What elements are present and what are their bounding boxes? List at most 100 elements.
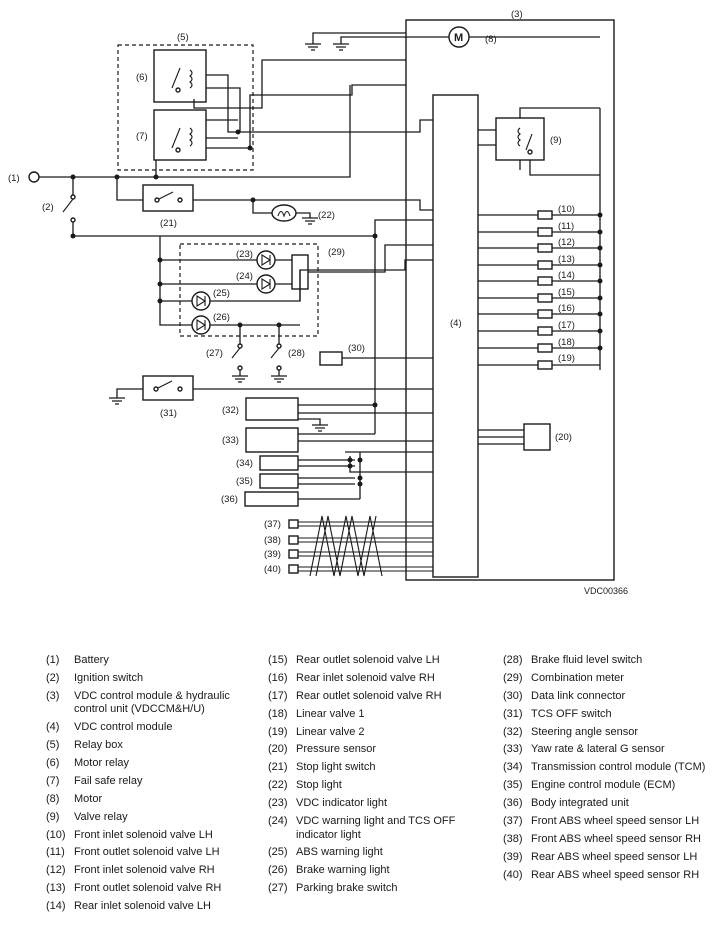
legend-label: VDC warning light and TCS OFF indicator …	[296, 815, 456, 841]
legend-item: (19)Linear valve 2	[268, 726, 498, 740]
callout-15: (15)	[558, 287, 575, 298]
fail-safe-relay-box	[153, 109, 207, 161]
legend-label: VDC indicator light	[296, 797, 388, 810]
callout-33: (33)	[222, 435, 239, 446]
callout-36: (36)	[221, 494, 238, 505]
legend: (1)Battery(2)Ignition switch(3)VDC contr…	[0, 654, 724, 924]
legend-label: Steering angle sensor	[531, 725, 639, 738]
callout-28: (28)	[288, 348, 305, 359]
callout-16: (16)	[558, 303, 575, 314]
legend-number: (34)	[503, 761, 523, 774]
wiring-diagram: (3) (4) M (8) (5) (6) (7) (1)	[8, 9, 628, 596]
callout-27: (27)	[206, 348, 223, 359]
legend-number: (10)	[46, 828, 66, 841]
legend-item: (40) Rear ABS wheel speed sensor RH	[503, 869, 723, 883]
legend-item: (13)Front outlet solenoid valve RH	[46, 882, 261, 896]
legend-label: Front ABS wheel speed sensor RH	[531, 832, 701, 845]
callout-38: (38)	[264, 535, 281, 546]
legend-item: (11) Front outlet solenoid valve LH	[46, 846, 261, 860]
legend-label: Front outlet solenoid valve LH	[74, 846, 220, 859]
callout-18: (18)	[558, 337, 575, 348]
legend-item: (4)VDC control module	[46, 721, 261, 735]
legend-number: (23)	[268, 797, 288, 810]
callout-5: (5)	[177, 32, 189, 43]
legend-item: (17)Rear outlet solenoid valve RH	[268, 690, 498, 704]
legend-number: (20)	[268, 743, 288, 756]
diagram-code: VDC00366	[584, 586, 628, 596]
vdc-control-module-box	[432, 94, 479, 578]
legend-item: (28)Brake fluid level switch	[503, 654, 723, 668]
legend-item: (26)Brake warning light	[268, 864, 498, 878]
legend-item: (31)TCS OFF switch	[503, 708, 723, 722]
battery-terminal	[28, 171, 40, 183]
callout-40: (40)	[264, 564, 281, 575]
body-integrated-unit-box	[244, 491, 299, 507]
legend-label: Rear inlet solenoid valve RH	[296, 671, 435, 684]
legend-label: VDC control module & hydraulic control u…	[74, 689, 230, 716]
legend-label: TCS OFF switch	[531, 707, 612, 720]
callout-26: (26)	[213, 312, 230, 323]
legend-label: Brake warning light	[296, 864, 390, 877]
legend-item: (5) Relay box	[46, 739, 261, 753]
legend-number: (19)	[268, 725, 288, 738]
callout-35: (35)	[236, 476, 253, 487]
legend-item: (16) Rear inlet solenoid valve RH	[268, 672, 498, 686]
legend-number: (25)	[268, 846, 288, 859]
legend-label: Fail safe relay	[74, 774, 143, 787]
legend-label: ABS warning light	[296, 846, 383, 859]
legend-item: (12)Front inlet solenoid valve RH	[46, 864, 261, 878]
callout-25: (25)	[213, 288, 230, 299]
legend-number: (5)	[46, 739, 60, 752]
yaw-rate-sensor-box	[245, 427, 299, 453]
callout-3: (3)	[511, 9, 523, 20]
legend-item: (23) VDC indicator light	[268, 797, 498, 811]
legend-number: (30)	[503, 689, 523, 702]
legend-label: Rear ABS wheel speed sensor RH	[531, 868, 700, 881]
legend-item: (7) Fail safe relay	[46, 775, 261, 789]
combination-meter-outline	[179, 243, 319, 337]
legend-label: Stop light switch	[296, 761, 376, 774]
legend-item: (29)Combination meter	[503, 672, 723, 686]
legend-item: (30) Data link connector	[503, 690, 723, 704]
legend-item: (9) Valve relay	[46, 811, 261, 825]
legend-column-1: (1)Battery(2)Ignition switch(3)VDC contr…	[46, 654, 261, 918]
legend-item: (6) Motor relay	[46, 757, 261, 771]
legend-number: (29)	[503, 671, 523, 684]
ecm-box	[259, 473, 299, 489]
motor-symbol-label: M	[454, 32, 463, 44]
legend-label: Rear outlet solenoid valve RH	[296, 689, 442, 702]
callout-2: (2)	[42, 202, 54, 213]
legend-number: (36)	[503, 797, 523, 810]
legend-item: (10) Front inlet solenoid valve LH	[46, 829, 261, 843]
legend-number: (11)	[46, 846, 65, 859]
legend-number: (7)	[46, 774, 60, 787]
legend-label: Transmission control module (TCM)	[531, 761, 706, 774]
callout-20: (20)	[555, 432, 572, 443]
legend-number: (16)	[268, 671, 288, 684]
motor-symbol: M	[448, 26, 470, 48]
callout-24: (24)	[236, 271, 253, 282]
legend-number: (24)	[268, 815, 288, 828]
stop-light-bulb	[271, 204, 297, 222]
legend-item: (21)Stop light switch	[268, 761, 498, 775]
legend-label: Valve relay	[74, 810, 128, 823]
legend-item: (33)Yaw rate & lateral G sensor	[503, 743, 723, 757]
legend-label: Data link connector	[531, 689, 626, 702]
legend-number: (40)	[503, 868, 523, 881]
legend-label: Front inlet solenoid valve RH	[74, 864, 215, 877]
legend-label: Front inlet solenoid valve LH	[74, 828, 213, 841]
legend-number: (33)	[503, 743, 523, 756]
legend-label: Motor	[74, 792, 103, 805]
legend-label: VDC control module	[74, 721, 173, 734]
legend-item: (27)Parking brake switch	[268, 882, 498, 896]
callout-39: (39)	[264, 549, 281, 560]
legend-item: (1)Battery	[46, 654, 261, 668]
callout-32: (32)	[222, 405, 239, 416]
legend-item: (25) ABS warning light	[268, 846, 498, 860]
legend-number: (6)	[46, 756, 60, 769]
legend-label: Relay box	[74, 739, 123, 752]
legend-number: (27)	[268, 882, 288, 895]
legend-item: (8)Motor	[46, 793, 261, 807]
legend-number: (9)	[46, 810, 60, 823]
legend-label: Motor relay	[74, 756, 130, 769]
